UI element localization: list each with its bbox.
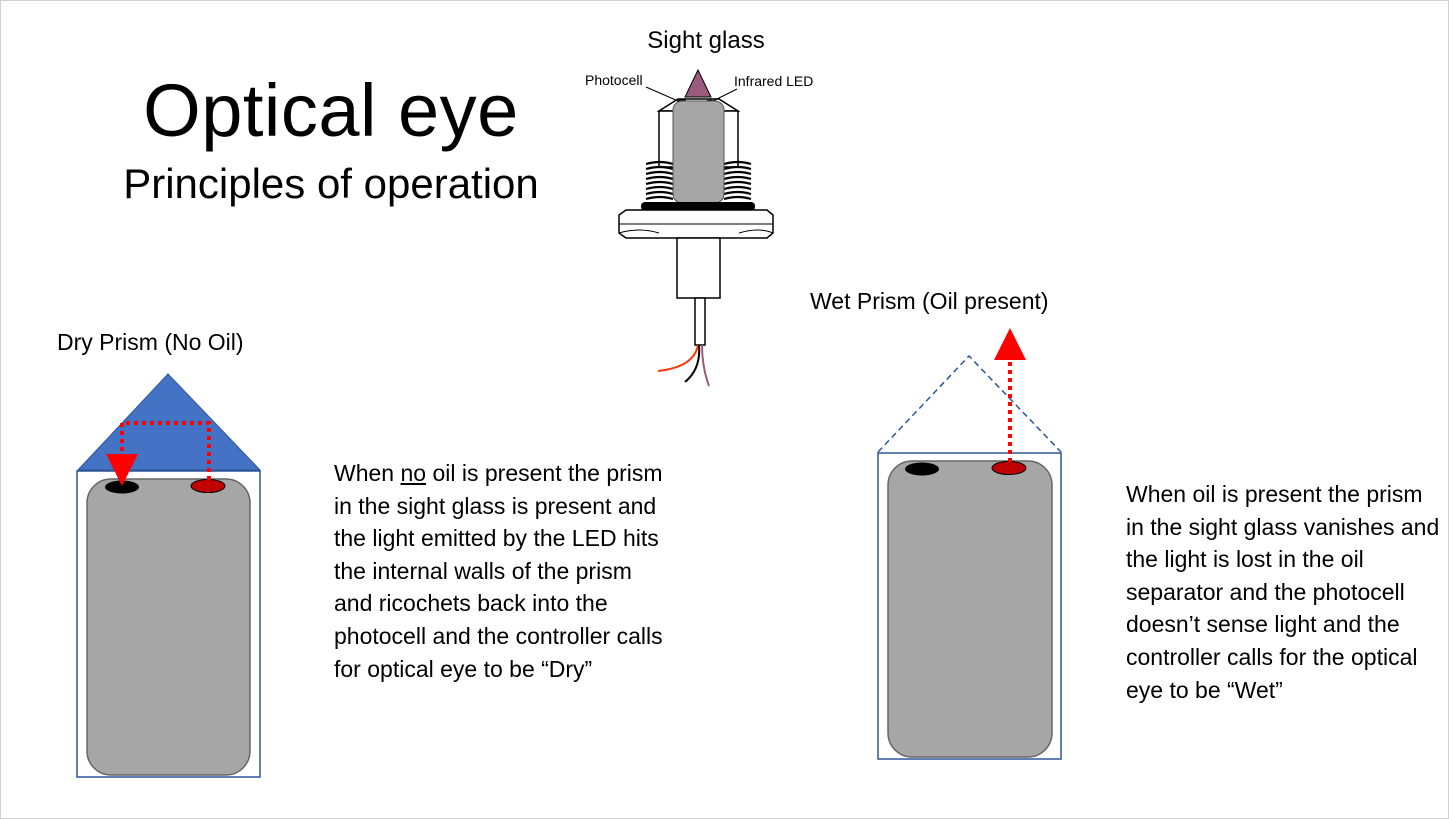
sight-glass-body bbox=[672, 100, 725, 204]
dry-text-rest: oil is present the prism in the sight gl… bbox=[334, 460, 663, 682]
dry-prism-label: Dry Prism (No Oil) bbox=[57, 329, 244, 355]
sight-glass-prism-tip bbox=[684, 68, 712, 98]
dry-text-start: When bbox=[334, 460, 401, 486]
sight-glass-drawing bbox=[618, 68, 774, 387]
wire-orange bbox=[657, 344, 699, 372]
wet-prism-label: Wet Prism (Oil present) bbox=[810, 288, 1049, 314]
wet-sensor-body bbox=[887, 460, 1053, 758]
sight-glass-washer bbox=[641, 202, 755, 211]
wet-led bbox=[991, 461, 1027, 475]
page-title: Optical eye bbox=[143, 69, 519, 152]
sight-glass-label: Sight glass bbox=[647, 27, 765, 54]
dry-photocell bbox=[105, 480, 139, 494]
wet-prism-vanished bbox=[877, 354, 1062, 453]
wire-purple bbox=[701, 344, 710, 387]
dry-description: When no oil is present the prism in the … bbox=[334, 457, 674, 685]
thread-right bbox=[723, 160, 752, 201]
infrared-led-label: Infrared LED bbox=[734, 73, 814, 89]
dry-led bbox=[190, 479, 226, 493]
page-subtitle: Principles of operation bbox=[123, 160, 539, 207]
wet-description: When oil is present the prism in the sig… bbox=[1126, 481, 1440, 703]
dry-prism-diagram bbox=[76, 373, 262, 778]
photocell-label: Photocell bbox=[585, 72, 643, 88]
dry-sensor-body bbox=[86, 478, 251, 776]
wet-photocell bbox=[905, 462, 939, 476]
wire-black bbox=[684, 344, 701, 383]
thread-left bbox=[645, 160, 674, 201]
sight-glass-stem bbox=[694, 297, 706, 346]
sight-glass-neck bbox=[676, 237, 721, 299]
dry-text-emphasis: no bbox=[400, 460, 427, 486]
wet-prism-diagram bbox=[877, 328, 1062, 760]
